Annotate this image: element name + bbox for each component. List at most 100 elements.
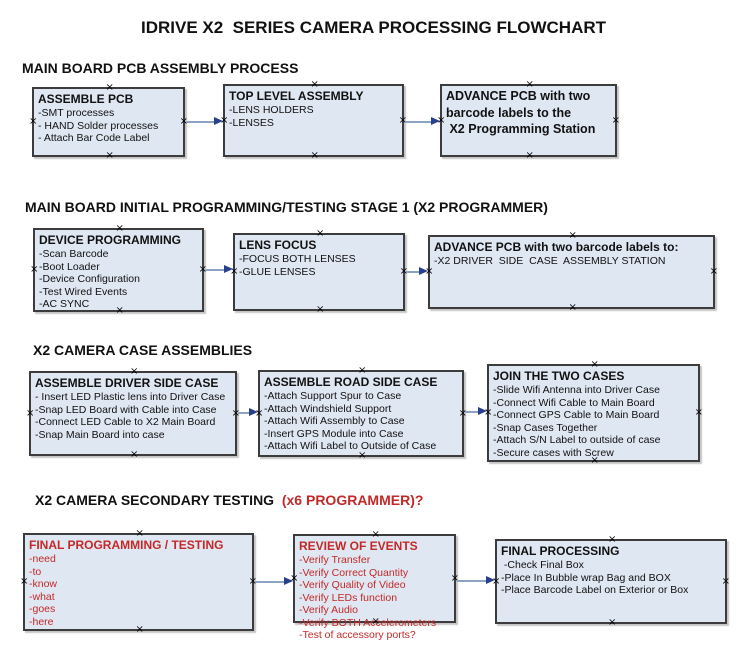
box-line: -LENS HOLDERS (229, 104, 314, 116)
flow-box-assemble-driver-side-case: ASSEMBLE DRIVER SIDE CASE - Insert LED P… (26, 367, 240, 460)
box-line: X2 Programming Station (446, 122, 596, 136)
box-line: -Insert GPS Module into Case (264, 427, 404, 440)
flow-box-review-of-events: REVIEW OF EVENTS -Verify Transfer -Verif… (290, 530, 459, 642)
box-line: -Snap LED Board with Cable into Case (35, 403, 217, 416)
box-line: -to (29, 565, 42, 578)
connection-point-icon: × (30, 264, 39, 275)
section-heading-pcb-assembly: MAIN BOARD PCB ASSEMBLY PROCESS (22, 60, 299, 76)
box-line: -Connect LED Cable to X2 Main Board (35, 416, 216, 428)
box-title: FINAL PROGRAMMING / TESTING (29, 538, 224, 552)
flow-box-assemble-road-side-case: ASSEMBLE ROAD SIDE CASE -Attach Support … (255, 366, 467, 461)
connection-point-icon: × (568, 302, 577, 313)
box-line: -Check Final Box (501, 559, 584, 571)
box-line: -Attach Wifi Label to Outside of Case (264, 440, 437, 452)
arrow-shaft (465, 411, 481, 413)
connection-point-icon: × (611, 114, 620, 126)
box-line: -Slide Wifi Antenna into Driver Case (493, 384, 660, 396)
connection-point-icon: × (20, 576, 29, 587)
arrow-shaft (457, 580, 489, 582)
connection-point-icon: × (130, 449, 139, 460)
connection-point-icon: × (358, 450, 367, 461)
flow-box-device-programming: DEVICE PROGRAMMING -Scan Barcode -Boot L… (30, 224, 207, 316)
connection-point-icon: × (26, 407, 35, 419)
arrowhead-icon (284, 577, 293, 585)
box-line: -Attach Support Spur to Case (264, 390, 402, 402)
connection-point-icon: × (310, 150, 319, 161)
box-line: -Test Wired Events (39, 285, 128, 298)
box-line: -Snap Main Board into case (35, 428, 165, 441)
box-title: ASSEMBLE ROAD SIDE CASE (264, 375, 438, 389)
arrowhead-icon (249, 408, 258, 416)
box-line: -Test of accessory ports? (299, 629, 416, 641)
box-line: -Connect Wifi Cable to Main Board (493, 396, 655, 409)
box-line: -Verify Quality of Video (299, 579, 406, 591)
arrowhead-icon (419, 267, 428, 275)
flow-box-final-programming-testing: FINAL PROGRAMMING / TESTING -need -to -k… (20, 529, 257, 635)
box-line: -what (29, 590, 55, 603)
box-line: -SMT processes (38, 107, 115, 119)
box-line: -Attach Wifi Assembly to Case (264, 415, 405, 427)
box-line: -need (29, 553, 56, 565)
connection-point-icon: × (458, 407, 467, 419)
box-title: ADVANCE PCB with two (446, 89, 591, 103)
section-heading-secondary-testing: X2 CAMERA SECONDARY TESTING (x6 PROGRAMM… (35, 492, 423, 508)
box-line: - HAND Solder processes (38, 119, 159, 132)
flow-box-top-level-assembly: TOP LEVEL ASSEMBLY -LENS HOLDERS -LENSES… (220, 80, 407, 161)
box-title: ASSEMBLE PCB (38, 92, 134, 106)
box-title: ADVANCE PCB with two barcode labels to: (434, 240, 679, 254)
box-line: -know (29, 578, 58, 590)
arrow-shaft (255, 581, 287, 583)
box-line: -Secure cases with Screw (493, 446, 614, 459)
flow-box-join-the-two-cases: JOIN THE TWO CASES -Slide Wifi Antenna i… (484, 360, 703, 466)
connection-point-icon: × (721, 575, 730, 587)
connection-point-icon: × (694, 407, 703, 418)
connection-point-icon: × (450, 572, 459, 584)
arrow-shaft (406, 271, 422, 273)
box-line: -AC SYNC (39, 298, 90, 310)
box-title: ASSEMBLE DRIVER SIDE CASE (35, 376, 219, 390)
connection-point-icon: × (29, 116, 38, 127)
box-line: barcode labels to the (446, 105, 572, 120)
arrow-shaft (186, 121, 217, 123)
box-line: -goes (29, 603, 56, 615)
flow-box-advance-pcb-to-programming-station: ADVANCE PCB with two barcode labels to t… (437, 80, 620, 161)
box-line: -Verify LEDs function (299, 591, 398, 604)
box-title: JOIN THE TWO CASES (493, 369, 625, 383)
flow-box-lens-focus: LENS FOCUS -FOCUS BOTH LENSES -GLUE LENS… (230, 229, 408, 315)
flow-box-assemble-pcb: ASSEMBLE PCB -SMT processes - HAND Solde… (29, 83, 188, 161)
connection-point-icon: × (608, 617, 617, 628)
flowchart-title: IDRIVE X2 SERIES CAMERA PROCESSING FLOWC… (140, 18, 607, 37)
box-line: -here (29, 615, 54, 628)
connection-point-icon: × (709, 266, 718, 277)
box-line: - Insert LED Plastic lens into Driver Ca… (35, 391, 226, 403)
connection-point-icon: × (105, 150, 114, 161)
box-line: -LENSES (229, 116, 274, 129)
box-line: -Boot Loader (39, 260, 100, 273)
box-line: -Place Barcode Label on Exterior or Box (501, 584, 689, 596)
arrowhead-icon (431, 117, 440, 125)
box-line: -X2 DRIVER SIDE CASE ASSEMBLY STATION (434, 255, 666, 267)
box-line: -Verify Correct Quantity (299, 566, 409, 579)
heading-black-text: X2 CAMERA SECONDARY TESTING (35, 492, 275, 508)
arrowhead-icon (478, 407, 487, 415)
box-line: -Verify Audio (299, 604, 358, 616)
arrow-shaft (238, 412, 252, 414)
box-title: FINAL PROCESSING (501, 544, 620, 558)
section-heading-initial-programming: MAIN BOARD INITIAL PROGRAMMING/TESTING S… (25, 199, 548, 215)
box-line: -GLUE LENSES (239, 265, 316, 278)
arrowhead-icon (214, 117, 223, 125)
arrow-shaft (205, 269, 227, 271)
box-line: -Verify BOTH Accelerometers (299, 616, 437, 629)
box-line: -Attach S/N Label to outside of case (493, 434, 661, 446)
box-title: DEVICE PROGRAMMING (39, 233, 182, 247)
box-line: -Verify Transfer (299, 554, 371, 566)
box-title: REVIEW OF EVENTS (299, 539, 418, 553)
box-line: - Attach Bar Code Label (38, 132, 150, 144)
box-line: -Snap Cases Together (493, 421, 598, 434)
connection-point-icon: × (316, 304, 325, 315)
arrowhead-icon (224, 265, 233, 273)
heading-red-text: (x6 PROGRAMMER)? (274, 492, 424, 508)
connection-point-icon: × (525, 150, 534, 161)
arrow-shaft (405, 121, 434, 123)
